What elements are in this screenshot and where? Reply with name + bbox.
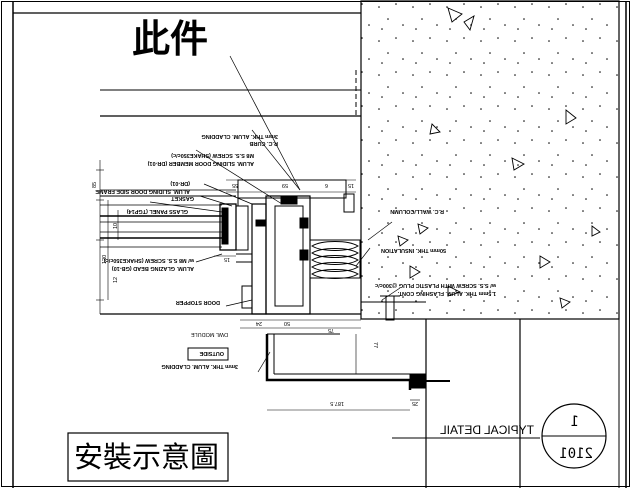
sliding-door-frame [100,189,361,315]
legend-box: 安裝示意圖 [67,432,229,482]
rc-wall-column [360,0,620,320]
label-door-member-sub: M8 S.S. SCREW (SHAKE350c/c) [171,152,254,158]
typical-detail-tag: TYPICAL DETAIL 1 2101 [392,403,607,469]
dim-120: 120 [102,255,108,264]
typical-detail-text: TYPICAL DETAIL [440,423,534,437]
dim-55: 55 [232,182,238,188]
label-side-frame: ALUM. SLIDING DOOR SIDE FRAME [95,188,190,194]
header-lines [13,1,362,319]
dim-10: 10 [113,223,119,229]
dim-187-5: 187.5 [330,400,344,406]
label-rc-curb: R.C. CURB [250,140,278,146]
dim-59: 59 [282,182,288,188]
dim-24: 24 [256,320,262,326]
dimension-lines [96,160,420,411]
label-glazing-bead: ALUM. GLAZING BEAD (GB-10) [112,265,194,271]
dim-50: 50 [284,320,290,326]
label-cladding-bottom: 3mm THK. ALUM. CLADDING [162,363,239,369]
insulation [309,239,361,279]
dim-85: 85 [92,182,98,188]
label-glass-panel: GLASS PANEL (TGP14) [127,208,188,214]
dim-25: 25 [412,400,418,406]
dim-77: 77 [372,342,378,348]
label-door-stopper: DOOR STOPPER [176,299,220,305]
dim-12: 12 [113,277,119,283]
aggregate-triangles [397,7,601,309]
page-title: 此件 [132,17,208,61]
label-gasket: GASKET [170,195,194,201]
leader-lines [149,55,401,373]
dimension-texts: 85 15 59 55 6 15 10 120 12 24 50 75 77 1… [92,182,418,406]
outside-tag: OUTSIDE [187,347,229,361]
glass-panel [100,204,222,248]
dim-15: 15 [224,256,230,262]
dim-15-top: 15 [348,182,354,188]
label-door-member: ALUM. SLIDING DOOR MEMBER (DR-01) [148,160,255,166]
dim-6: 6 [325,182,328,188]
label-curb-sub: 3mm THK. ALUM. CLADDING [202,133,279,139]
detail-ref-number: 1 [571,414,579,430]
label-flashing: 1.5mm THK. ALUM. FLASHING CONT. [397,290,496,296]
label-flashing-sub: w/ S.S. SCREW WITH PLASTIC PLUG @300c/c [375,282,497,288]
bottom-cladding [265,295,521,488]
dim-75: 75 [328,327,334,333]
label-dwl-module: DWL MODULE [191,331,228,337]
label-side-frame-sub: (DR-01) [170,180,190,186]
outside-tag-text: OUTSIDE [199,350,224,356]
detail-ref-sheet: 2101 [559,446,593,462]
legend-box-text: 安裝示意圖 [74,440,219,474]
label-rc-wall-column: R.C. WALL/COLUMN [390,208,444,214]
label-insulation: 50mm THK. INSULATION [381,247,446,253]
label-glazing-bead-sub: w/ M8 S.S. SCREW (SHAKE350c/c) [104,257,195,263]
